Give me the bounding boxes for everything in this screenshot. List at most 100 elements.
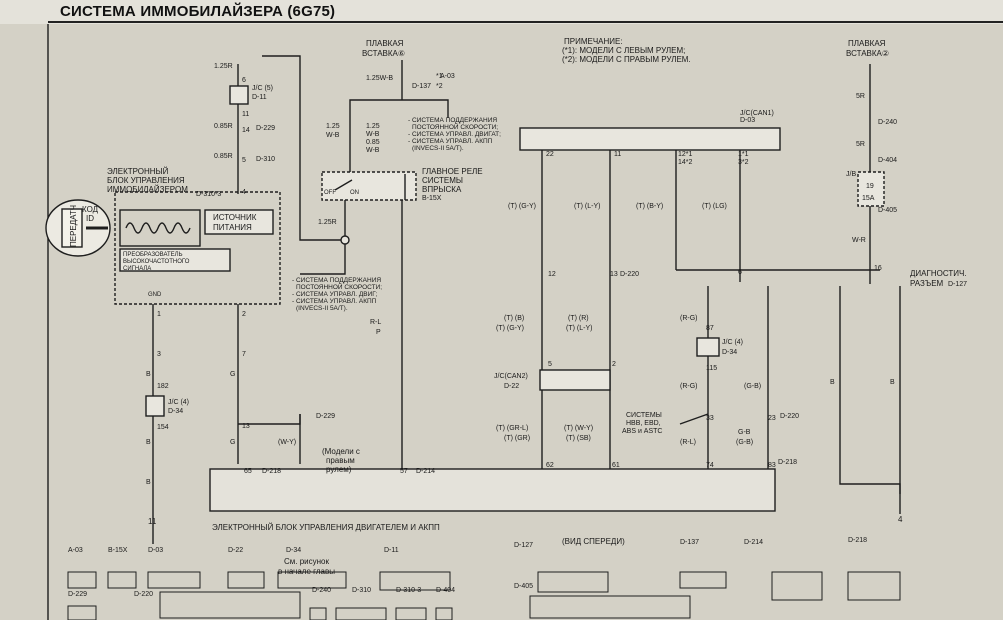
- relay-label-2: СИСТЕМЫ: [422, 176, 463, 185]
- legend-d137: D-137: [680, 539, 699, 546]
- pin-33: 33: [706, 415, 714, 422]
- pin-61: 61: [612, 462, 620, 469]
- wire-5r-b: 5R: [856, 141, 865, 148]
- conn-d34-right: D-34: [722, 349, 737, 356]
- conv-label-1: ПРЕОБРАЗОВАТЕЛЬ: [123, 252, 183, 258]
- pin-5: 5: [242, 157, 246, 164]
- pin-57: 57: [400, 468, 408, 475]
- conn-jc4-right: J/C (4): [722, 339, 743, 346]
- relay-label-1: ГЛАВНОЕ РЕЛЕ: [422, 167, 483, 176]
- wire-diag-b: B: [830, 379, 835, 386]
- wire-gys2-label: (T) (G-Y): [496, 325, 524, 332]
- wire-gbs1-label: G-B: [738, 429, 751, 436]
- relay-switch: [334, 179, 353, 191]
- key-code-label: КОД: [82, 205, 99, 214]
- pin-22: 22: [546, 151, 554, 158]
- conv-label-2: ВЫСОКОЧАСТОТНОГО: [123, 259, 190, 265]
- fuse6-label-2: ВСТАВКА⑥: [362, 49, 405, 58]
- main-relay-box: [321, 171, 417, 201]
- wire-lg-label: (T) (LG): [702, 203, 727, 210]
- legend-d34: D-34: [286, 547, 301, 554]
- pin-115: 115: [706, 365, 717, 372]
- legend-d11: D-11: [384, 547, 399, 554]
- jc5-box: [229, 85, 249, 105]
- pin-87: 87: [706, 325, 714, 332]
- conn-jccan2: J/C(CAN2): [494, 373, 528, 380]
- jc4-right-box: [696, 337, 720, 357]
- wire-wy-label: (W-Y): [278, 439, 296, 446]
- key-tx-box: [61, 208, 83, 248]
- systems-top-1: - СИСТЕМА ПОДДЕРЖАНИЯ: [408, 117, 497, 124]
- see-figure-1: См. рисунок: [284, 557, 330, 566]
- wire-diag-b2: B: [890, 379, 895, 386]
- converter-box: [119, 248, 231, 272]
- conn-d220-top: D-220: [620, 271, 639, 278]
- wire-junction-to-systems: [300, 244, 346, 275]
- rhd-label-2: правым: [326, 456, 355, 465]
- pin-6: 6: [242, 77, 246, 84]
- systems-top-4: - СИСТЕМА УПРАВЛ. АКПП: [408, 138, 493, 145]
- pin-13: 13: [242, 423, 250, 430]
- jc-can2-box: [539, 369, 611, 391]
- power-label-1: ИСТОЧНИК: [213, 213, 257, 222]
- wire-by-label: (T) (B-Y): [636, 203, 663, 210]
- wire-125r-a: 1.25R: [214, 63, 233, 70]
- wire-085-b: 0.85: [366, 139, 380, 146]
- diag-label-1: ДИАГНОСТИЧ.: [910, 269, 967, 278]
- wire-lys2-label: (T) (L-Y): [566, 325, 592, 332]
- legend-d127: D-127: [514, 542, 533, 549]
- legend-d03: D-03: [148, 547, 163, 554]
- jb-box: [857, 171, 885, 207]
- wire-immo-to-relay: [262, 55, 345, 241]
- wire-wb-c: W-B: [366, 147, 380, 154]
- conn-d229: D-229: [256, 125, 275, 132]
- pin-6b: 6: [738, 269, 742, 276]
- note-label-2: (*1): МОДЕЛИ С ЛЕВЫМ РУЛЕМ;: [562, 46, 685, 55]
- pin-14s2: 14*2: [678, 159, 693, 166]
- header-bar: СИСТЕМА ИММОБИЛАЙЗЕРА (6G75): [0, 0, 1003, 24]
- systems-bot-4: - СИСТЕМА УПРАВЛ. АКПП: [292, 298, 377, 305]
- abs-label-1: СИСТЕМЫ: [626, 412, 662, 419]
- wire-ps2-label: P: [376, 329, 381, 336]
- systems-top-3: - СИСТЕМА УПРАВЛ. ДВИГАТ;: [408, 131, 501, 138]
- pin-62: 62: [546, 462, 554, 469]
- ground-4-label: 4: [898, 515, 903, 524]
- legend-d220: D-220: [134, 591, 153, 598]
- wire-relay-out: [349, 99, 402, 174]
- front-view-label: (ВИД СПЕРЕДИ): [562, 537, 625, 546]
- wire-gb-1: (G-B): [744, 383, 761, 390]
- wire-bs1-label: (T) (B): [504, 315, 524, 322]
- wire-diag-b: [839, 286, 901, 494]
- pin-3: 3: [157, 351, 161, 358]
- wire-rls1-label: R-L: [370, 319, 381, 326]
- pin-2b: 2: [612, 361, 616, 368]
- wire-wys-label: (T) (W-Y): [564, 425, 593, 432]
- coil-wave: [125, 222, 191, 234]
- connector-icons: [67, 571, 901, 620]
- wire-ly-label: (T) (L-Y): [574, 203, 600, 210]
- power-label-2: ПИТАНИЯ: [213, 223, 252, 232]
- pin-74: 74: [706, 462, 714, 469]
- systems-bot-5: (INVECS-II 5A/T).: [296, 305, 348, 312]
- wire-125-label: 1.25: [326, 123, 340, 130]
- systems-bot-1: - СИСТЕМА ПОДДЕРЖАНИЯ: [292, 277, 381, 284]
- diag-label-2: РАЗЪЕМ: [910, 279, 944, 288]
- wire-grl-label: (T) (GR-L): [496, 425, 528, 432]
- pin-23: 23: [768, 415, 776, 422]
- conn-d218-right: D-218: [778, 459, 797, 466]
- relay-label-3: ВПРЫСКА: [422, 185, 462, 194]
- page-title: СИСТЕМА ИММОБИЛАЙЗЕРА (6G75): [60, 3, 336, 20]
- wire-b-left-3: B: [146, 479, 151, 486]
- pin-2: 2: [242, 311, 246, 318]
- pin-11b: 11: [614, 151, 621, 158]
- conn-d218-left: D-218: [262, 468, 281, 475]
- legend-a03: A-03: [68, 547, 83, 554]
- wire-rg-1: (R-G): [680, 315, 698, 322]
- immo-label-1: ЭЛЕКТРОННЫЙ: [107, 167, 169, 176]
- pin-65: 65: [244, 468, 252, 475]
- wire-gbs2-label: (G-B): [736, 439, 753, 446]
- pin-3s2: 3*2: [738, 159, 749, 166]
- wire-125wb-label: 1.25W-B: [366, 75, 393, 82]
- pin-16: 16: [874, 265, 882, 272]
- wire-085r-a: 0.85R: [214, 123, 233, 130]
